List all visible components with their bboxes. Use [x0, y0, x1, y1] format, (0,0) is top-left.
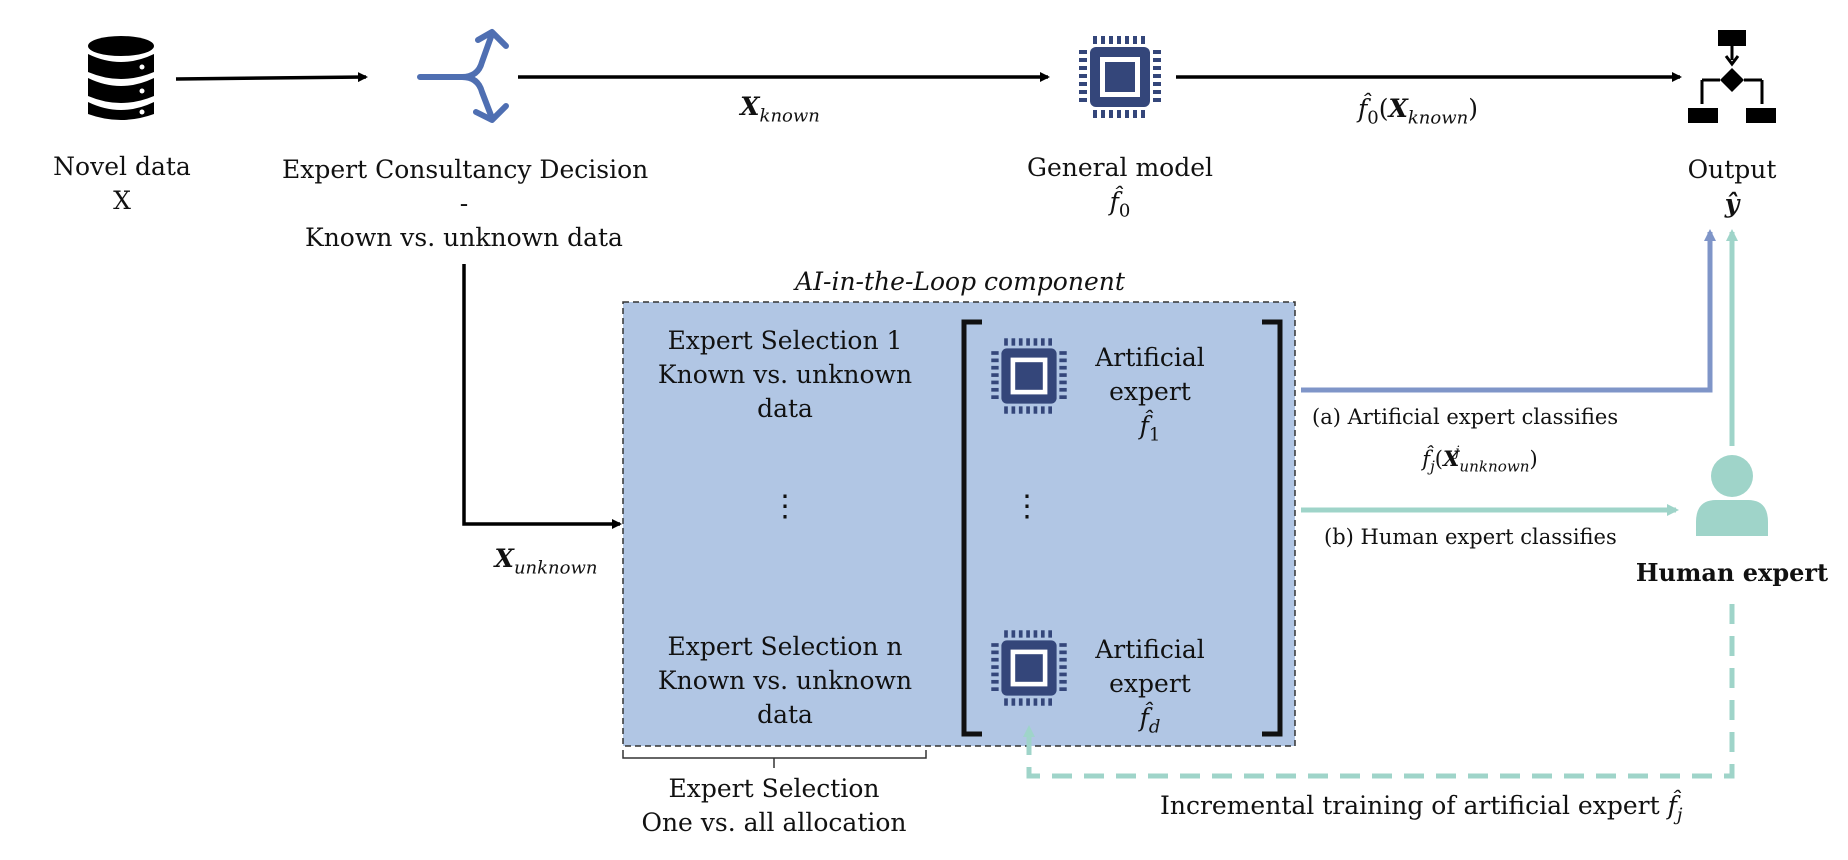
f0-known-label: f̂0(Xknown) [1358, 94, 1478, 129]
split-arrow-icon [417, 29, 509, 123]
general-model-label: General model f̂0 [1026, 153, 1213, 222]
left-bracket [961, 319, 982, 737]
arrow-decision-to-component [462, 264, 622, 529]
ai-in-the-loop-box [622, 301, 1296, 747]
artificial-expert-d-label: Artificial expert f̂d [1095, 635, 1205, 738]
expert-selection-brace-label: Expert Selection One vs. all allocation [641, 774, 907, 837]
component-title: AI-in-the-Loop component [795, 267, 1125, 296]
fj-unknown-label: f̂j(Xjunknown) [1422, 444, 1538, 476]
arrow-incremental-training [1023, 604, 1735, 779]
incremental-training-label: Incremental training of artificial exper… [1160, 791, 1683, 826]
right-bracket [1262, 319, 1283, 737]
expert-selection-n: Expert Selection n Known vs. unknown dat… [657, 632, 913, 729]
human-classifies-label: (b) Human expert classifies [1324, 525, 1617, 549]
general-model-chip-icon [1079, 36, 1161, 118]
expert-selection-1: Expert Selection 1 Known vs. unknown dat… [657, 326, 913, 423]
arrow-artificial-to-output [1301, 229, 1716, 393]
flowchart-icon [1688, 30, 1776, 123]
consultancy-label: Expert Consultancy Decision - Known vs. … [282, 155, 649, 252]
database-icon [88, 36, 154, 120]
x-unknown-label: Xunknown [494, 544, 598, 579]
x-known-label: Xknown [740, 92, 820, 127]
output-label: Output ŷ [1687, 155, 1777, 218]
novel-data-label: Novel data X [53, 152, 191, 215]
arrow-novel-to-decision [175, 72, 368, 83]
expert-ellipsis: ⋮ [1012, 489, 1042, 524]
selection-ellipsis: ⋮ [770, 489, 800, 524]
expert-selection-brace [622, 750, 927, 768]
person-icon [1696, 455, 1768, 536]
artificial-classifies-label: (a) Artificial expert classifies [1312, 405, 1619, 429]
artificial-expert-1-label: Artificial expert f̂1 [1095, 343, 1205, 446]
human-expert-label: Human expert [1635, 558, 1829, 587]
